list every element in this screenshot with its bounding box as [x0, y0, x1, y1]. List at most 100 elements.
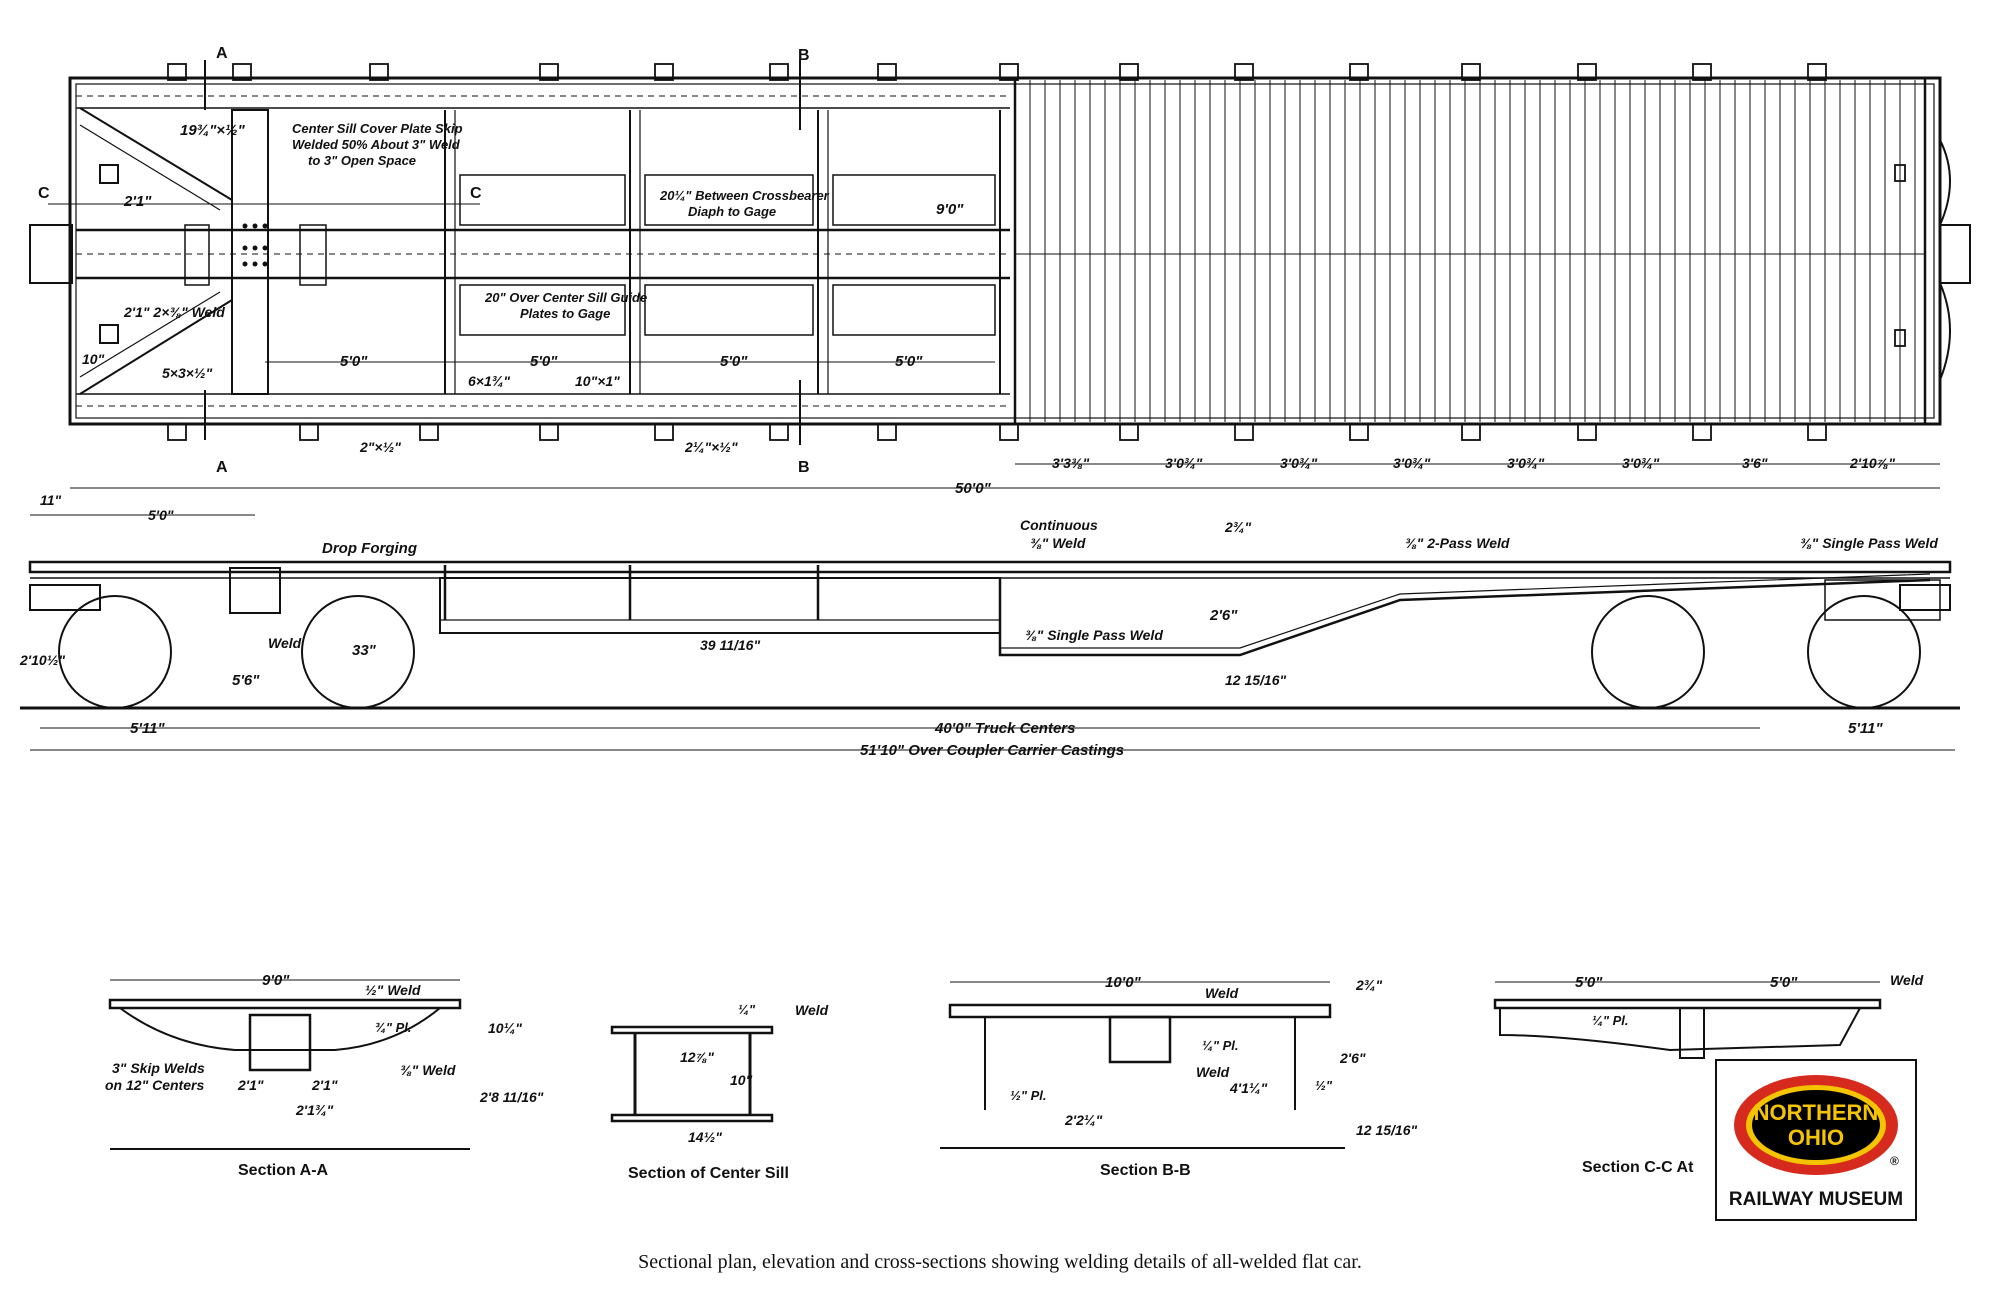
marker-a-top: A — [216, 45, 228, 62]
dim-d1: 3'3⅜" — [1052, 455, 1090, 471]
cc-title: Section C-C At — [1582, 1159, 1694, 1176]
label-nine-ft: 9'0" — [936, 201, 964, 218]
logo-line1: NORTHERN — [1754, 1100, 1879, 1125]
plan-underframe — [76, 95, 1010, 407]
bb-weld-b: Weld — [1196, 1064, 1230, 1080]
bb-four: 4'1¼" — [1229, 1080, 1268, 1096]
aa-two-three: 2'1¾" — [295, 1102, 334, 1118]
aa-weld: ½" Weld — [365, 982, 421, 998]
label-guide-1: 20" Over Center Sill Guide — [484, 290, 647, 305]
museum-logo: NORTHERN OHIO ® RAILWAY MUSEUM — [1715, 1059, 1917, 1221]
elevation-labels: Continuous ⅜" Weld 2¾" ⅜" 2-Pass Weld ⅜"… — [19, 517, 1955, 759]
elevation-view: 11" 5'0" Continuous ⅜" Weld 2¾" ⅜" 2-Pas… — [19, 492, 1960, 759]
aa-skip-2: on 12" Centers — [105, 1077, 204, 1093]
cc-weld: Weld — [1890, 972, 1924, 988]
dim-d6: 3'0¾" — [1622, 455, 1660, 471]
logo-reg: ® — [1890, 1154, 1899, 1168]
aa-title: Section A-A — [238, 1162, 329, 1179]
bb-two-six: 2'6" — [1339, 1050, 1366, 1066]
cc-five-b: 5'0" — [1770, 974, 1798, 991]
cs-ten: 10" — [730, 1072, 753, 1088]
elev-five: 5'0" — [148, 507, 174, 523]
aa-nine: 9'0" — [262, 972, 290, 989]
bb-title: Section B-B — [1100, 1162, 1191, 1179]
label-two-one-weld: 2'1" 2×⅜" Weld — [123, 304, 225, 320]
label-guide-2: Plates to Gage — [520, 306, 610, 321]
dim-d2: 3'0¾" — [1165, 455, 1203, 471]
logo-line2: OHIO — [1788, 1125, 1844, 1150]
elev-two-six: 2'6" — [1209, 607, 1238, 624]
cc-pl: ¼" Pl. — [1592, 1013, 1629, 1028]
elev-eleven: 11" — [40, 492, 62, 508]
label-two-one: 2'1" — [123, 193, 152, 210]
elev-thirty-three: 33" — [352, 642, 377, 659]
section-center-sill: ¼" Weld 12⅞" 10" 14½" Section of Center … — [610, 1002, 829, 1182]
aa-skip-1: 3" Skip Welds — [112, 1060, 205, 1076]
plan-labels: 19¾"×½" Center Sill Cover Plate Skip Wel… — [82, 121, 995, 455]
cs-quarter: ¼" — [738, 1002, 756, 1017]
elev-twelve: 12 15/16" — [1225, 672, 1286, 688]
label-crossbearer-1: 20¼" Between Crossbearer — [659, 188, 830, 203]
logo-name: RAILWAY MUSEUM — [1729, 1189, 1903, 1210]
bb-ten: 10'0" — [1105, 974, 1142, 991]
elev-truck-centers: 40'0" Truck Centers — [934, 720, 1075, 737]
bb-twelve: 12 15/16" — [1356, 1122, 1417, 1138]
section-aa: 9'0" ½" Weld ¾" Pl. 10¼" 3" Skip Welds o… — [105, 972, 544, 1179]
aa-two-one-b: 2'1" — [311, 1077, 338, 1093]
elev-two-ten: 2'10½" — [19, 652, 65, 668]
deck-spacing-dims: 3'3⅜" 3'0¾" 3'0¾" 3'0¾" 3'0¾" 3'0¾" 3'6"… — [1015, 455, 1940, 471]
cs-title: Section of Center Sill — [628, 1165, 789, 1182]
label-crossbearer-2: Diaph to Gage — [688, 204, 776, 219]
aa-two-eight: 2'8 11/16" — [479, 1089, 544, 1105]
marker-c-left: C — [38, 185, 50, 202]
label-two-quarter: 2¼"×½" — [684, 439, 738, 455]
figure-caption: Sectional plan, elevation and cross-sect… — [638, 1251, 1362, 1273]
bb-two-two: 2'2¼" — [1064, 1112, 1103, 1128]
label-angle: 5×3×½" — [162, 365, 213, 381]
marker-c-right: C — [470, 185, 482, 202]
elev-continuous-1: Continuous — [1020, 517, 1098, 533]
elev-over-coupler: 51'10" Over Coupler Carrier Castings — [860, 742, 1124, 759]
dim-fifty: 50'0" — [955, 480, 992, 497]
label-center-sill-1: Center Sill Cover Plate Skip — [292, 121, 463, 136]
dim-d5: 3'0¾" — [1507, 455, 1545, 471]
elev-two-three: 2¾" — [1224, 519, 1251, 535]
elev-five-six: 5'6" — [232, 672, 260, 689]
bb-pl-a: ¼" Pl. — [1202, 1038, 1239, 1053]
elev-continuous-2: ⅜" Weld — [1030, 535, 1086, 551]
logo-inner — [1752, 1090, 1880, 1160]
bb-weld: Weld — [1205, 985, 1239, 1001]
aa-two-one-a: 2'1" — [237, 1077, 264, 1093]
dim-d8: 2'10⅞" — [1849, 455, 1895, 471]
elev-drop-forging: Drop Forging — [322, 540, 417, 557]
elev-five-eleven-l: 5'11" — [130, 720, 165, 737]
dim-d7: 3'6" — [1742, 455, 1768, 471]
dim-d3: 3'0¾" — [1280, 455, 1318, 471]
label-center-sill-3: to 3" Open Space — [308, 153, 416, 168]
aa-ten-q: 10¼" — [488, 1020, 522, 1036]
plan-view: A A B B C C 19¾"×½" Center Sill Cover Pl… — [29, 45, 1971, 497]
cc-five-a: 5'0" — [1575, 974, 1603, 991]
dim-d4: 3'0¾" — [1393, 455, 1431, 471]
cs-weld: Weld — [795, 1002, 829, 1018]
bb-two-three: 2¾" — [1355, 977, 1382, 993]
label-ten-in: 10" — [82, 351, 105, 367]
elev-single-pass-l: ⅜" Single Pass Weld — [1025, 627, 1163, 643]
elev-height: 39 11/16" — [700, 637, 760, 653]
cs-twelve: 12⅞" — [680, 1049, 714, 1065]
marker-b-top: B — [798, 47, 810, 64]
bb-pl-b: ½" Pl. — [1010, 1088, 1047, 1103]
section-cc: 5'0" 5'0" Weld ¼" Pl. Section C-C At — [1493, 972, 1924, 1176]
marker-b-bottom: B — [798, 459, 810, 476]
section-bb: 10'0" Weld 2¾" ¼" Pl. 2'6" Weld 4'1¼" ½"… — [940, 974, 1417, 1179]
label-ten-by: 10"×1" — [575, 373, 620, 389]
plan-section-markers: A A B B C C — [38, 45, 810, 476]
aa-pl: ¾" Pl. — [375, 1020, 412, 1035]
elev-five-eleven-r: 5'11" — [1848, 720, 1883, 737]
label-two-by-half: 2"×½" — [359, 439, 401, 455]
label-center-sill-2: Welded 50% About 3" Weld — [292, 137, 461, 152]
elev-weld: Weld — [268, 635, 302, 651]
plan-decking — [1013, 76, 1927, 426]
bb-half: ½" — [1315, 1078, 1333, 1093]
